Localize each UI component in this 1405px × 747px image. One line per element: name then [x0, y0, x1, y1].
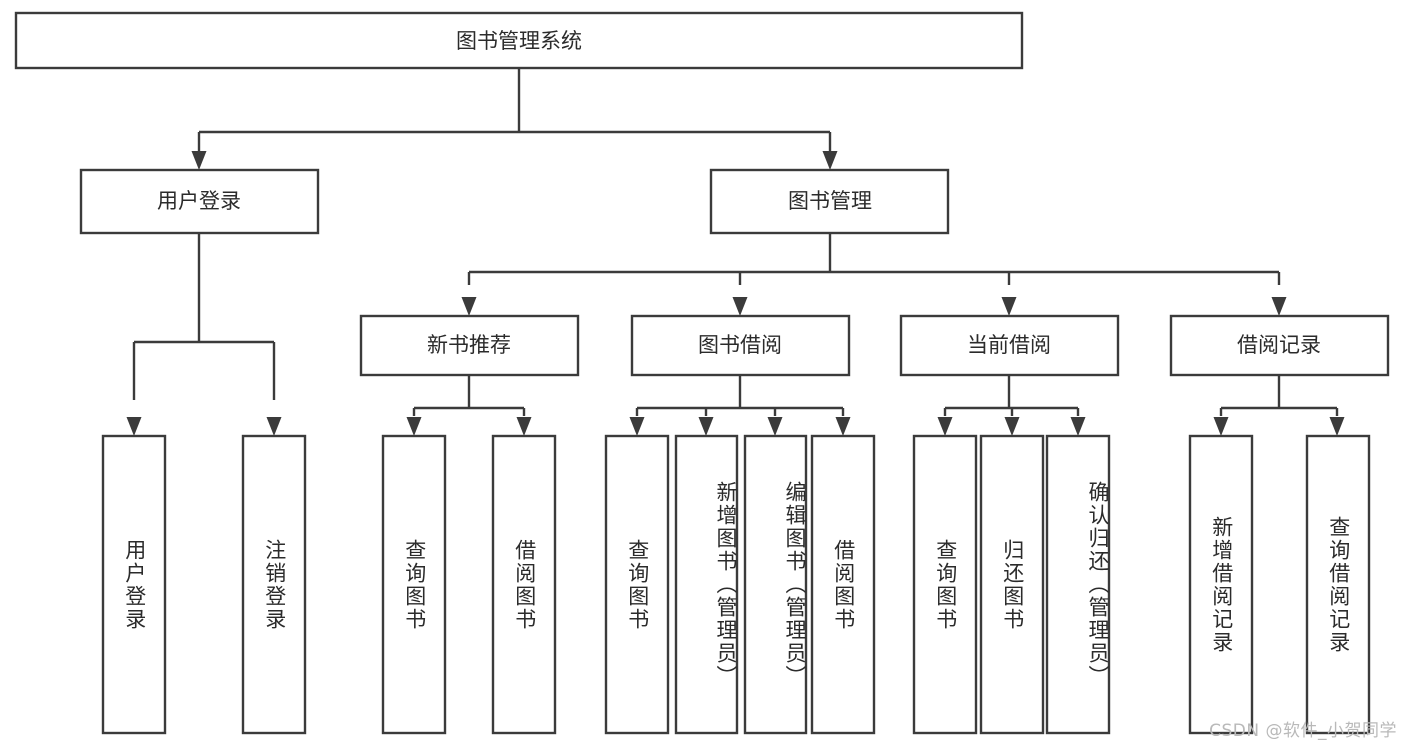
- connector-current-borrow-to-leaves: [937, 375, 1086, 436]
- connector-borrow-record-to-leaves: [1213, 375, 1345, 436]
- connector-book-mgmt-to-level3: [461, 233, 1287, 316]
- node-new-book-recommend[interactable]: 新书推荐: [359, 314, 580, 377]
- leaf-box-confirm-return-admin[interactable]: [1045, 434, 1111, 735]
- node-current-borrow[interactable]: 当前借阅: [899, 314, 1120, 377]
- leaf-box-query-book-current[interactable]: [912, 434, 978, 735]
- node-borrow-record[interactable]: 借阅记录: [1169, 314, 1390, 377]
- node-label-borrow-record: 借阅记录: [1237, 333, 1321, 357]
- connector-root-to-level2: [191, 68, 838, 170]
- node-root-system[interactable]: 图书管理系统: [14, 11, 1024, 70]
- leaf-box-borrow-book-rec[interactable]: [491, 434, 557, 735]
- leaf-box-query-book-rec[interactable]: [381, 434, 447, 735]
- leaf-box-return-book[interactable]: [979, 434, 1045, 735]
- leaf-box-query-borrow-record[interactable]: [1305, 434, 1371, 735]
- node-label-book-borrow: 图书借阅: [698, 333, 782, 357]
- leaf-box-add-borrow-record[interactable]: [1188, 434, 1254, 735]
- node-label-user-login: 用户登录: [157, 189, 241, 213]
- node-label-current-borrow: 当前借阅: [967, 333, 1051, 357]
- connector-book-borrow-to-leaves: [629, 375, 851, 436]
- node-label-root: 图书管理系统: [456, 29, 582, 53]
- node-book-borrow[interactable]: 图书借阅: [630, 314, 851, 377]
- node-user-login[interactable]: 用户登录: [79, 168, 320, 235]
- leaf-box-query-book-borrow[interactable]: [604, 434, 670, 735]
- leaf-box-borrow-book[interactable]: [810, 434, 876, 735]
- node-label-book-management: 图书管理: [788, 189, 872, 213]
- node-label-new-book-recommend: 新书推荐: [427, 333, 511, 357]
- connector-user-login-to-leaves: [126, 233, 282, 436]
- connector-new-book-rec-to-leaves: [406, 375, 532, 436]
- leaf-box-logout[interactable]: [241, 434, 307, 735]
- leaf-box-add-book-admin[interactable]: [674, 434, 739, 735]
- node-book-management[interactable]: 图书管理: [709, 168, 950, 235]
- leaf-box-edit-book-admin[interactable]: [743, 434, 808, 735]
- csdn-watermark: CSDN @软件_小贺同学: [1209, 721, 1397, 741]
- leaf-box-user-login[interactable]: [101, 434, 167, 735]
